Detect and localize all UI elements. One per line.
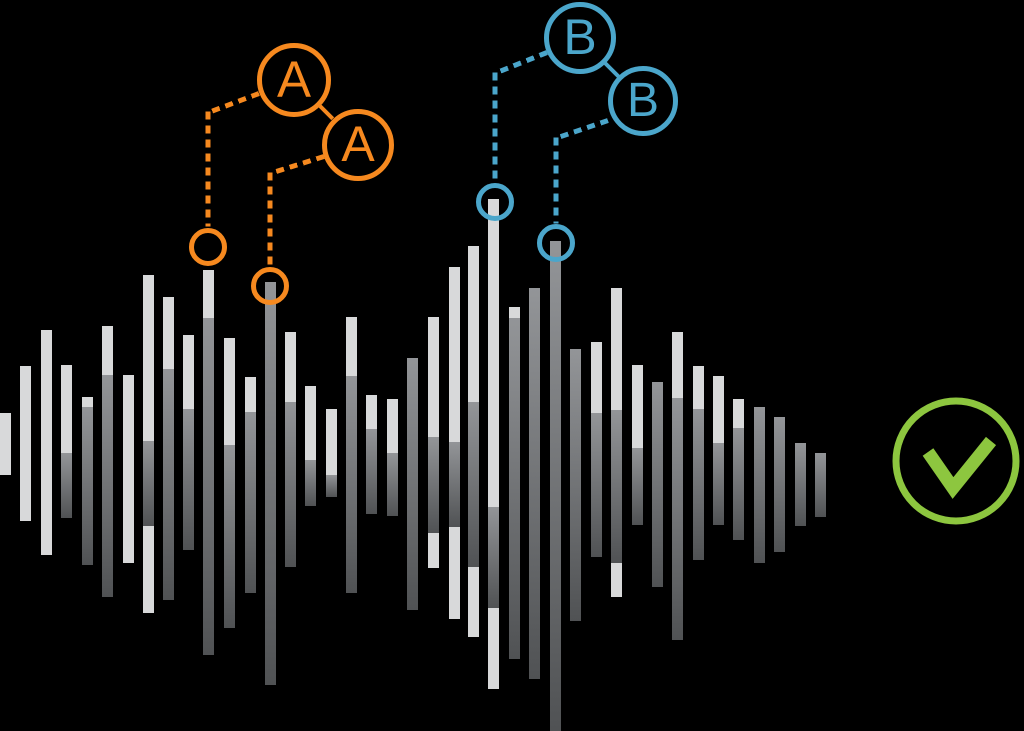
waveform-bar-dark [815, 453, 826, 517]
waveform-bar-light [366, 395, 377, 429]
waveform-bar-dark [774, 417, 785, 552]
speaker-a-leader-vertical [205, 111, 211, 226]
waveform-bar-light [488, 199, 499, 689]
waveform-bar-light [591, 342, 602, 413]
waveform-bar-dark [245, 412, 256, 593]
speaker-letter: A [341, 116, 375, 172]
waveform-bar-dark [61, 453, 72, 518]
speaker-b-leader-vertical [492, 72, 498, 182]
waveform-bar-dark [754, 407, 765, 563]
speaker-b-point-circle [537, 224, 575, 262]
waveform-bar-dark [468, 402, 479, 567]
waveform-bar-light [305, 386, 316, 460]
waveform-bar-light [0, 413, 11, 475]
speaker-b-leader-diagonal [557, 117, 609, 140]
waveform-bar-dark [203, 318, 214, 655]
waveform-bar-dark [488, 507, 499, 608]
speaker-b-leader-vertical [553, 137, 559, 223]
waveform-bar-light [713, 376, 724, 443]
waveform-bar-light [285, 332, 296, 402]
speaker-a-badge-link [318, 104, 335, 121]
waveform-bar-dark [305, 460, 316, 506]
waveform-bar-light [102, 326, 113, 375]
waveform-bar-dark [713, 443, 724, 525]
speaker-b-badge: B [608, 66, 678, 136]
waveform-bar-dark [795, 443, 806, 526]
waveform-bar-dark [224, 445, 235, 628]
waveform-bar-dark [632, 448, 643, 525]
waveform-bar-dark [672, 398, 683, 640]
waveform-bar-dark [529, 288, 540, 679]
speaker-letter: B [626, 73, 659, 127]
waveform-bar-light [387, 399, 398, 453]
check-mark [922, 436, 997, 499]
speaker-letter: B [563, 9, 597, 65]
waveform-bar-dark [550, 241, 561, 731]
waveform-bar-dark [407, 358, 418, 610]
waveform-bar-dark [366, 429, 377, 514]
waveform-bar-dark [652, 382, 663, 587]
waveform-bar-dark [183, 409, 194, 550]
waveform-bar-light [733, 399, 744, 428]
speaker-a-leader-vertical [267, 172, 273, 265]
waveform-bar-dark [733, 428, 744, 540]
speaker-b-badge: B [544, 2, 616, 74]
waveform-bar-light [326, 409, 337, 475]
waveform-bar-light [183, 335, 194, 409]
speaker-a-point-circle [189, 228, 227, 266]
waveform-bar-light [163, 297, 174, 369]
waveform-bar-light [61, 365, 72, 453]
waveform-bar-dark [82, 407, 93, 565]
waveform-bar-light [41, 330, 52, 555]
waveform-bar-dark [428, 437, 439, 533]
waveform-bar-dark [346, 376, 357, 593]
waveform-bar-dark [163, 369, 174, 600]
speaker-a-point-circle [251, 267, 289, 305]
waveform-bar-light [245, 377, 256, 412]
waveform-bar-light [20, 366, 31, 521]
waveform-bar-light [509, 307, 520, 318]
waveform-bar-light [632, 365, 643, 448]
waveform-bar-light [672, 332, 683, 398]
waveform-bar-dark [570, 349, 581, 621]
waveform-bar-dark [611, 410, 622, 563]
waveform-bar-dark [265, 282, 276, 685]
speaker-a-leader-diagonal [272, 153, 325, 175]
waveform-bar-dark [693, 409, 704, 560]
waveform-bar-light [82, 397, 93, 407]
waveform-bar-dark [591, 413, 602, 557]
waveform-bar-light [123, 375, 134, 563]
speaker-b-leader-diagonal [496, 49, 548, 75]
waveform-bar-dark [509, 318, 520, 659]
waveform-bar-dark [102, 375, 113, 597]
waveform-bar-dark [143, 441, 154, 526]
speaker-a-badge: A [257, 43, 331, 117]
speaker-letter: A [276, 50, 312, 108]
waveform-bar-light [203, 270, 214, 318]
speaker-a-leader-diagonal [210, 90, 260, 114]
waveform-bar-light [346, 317, 357, 376]
waveform-bar-dark [285, 402, 296, 567]
waveform-bar-dark [326, 475, 337, 497]
check-circle [892, 397, 1020, 525]
speaker-b-point-circle [476, 183, 514, 221]
waveform-bar-light [693, 366, 704, 409]
waveform-bar-dark [449, 442, 460, 527]
waveform-bar-light [224, 338, 235, 445]
speaker-a-badge: A [322, 109, 394, 181]
waveform-bar-dark [387, 453, 398, 516]
